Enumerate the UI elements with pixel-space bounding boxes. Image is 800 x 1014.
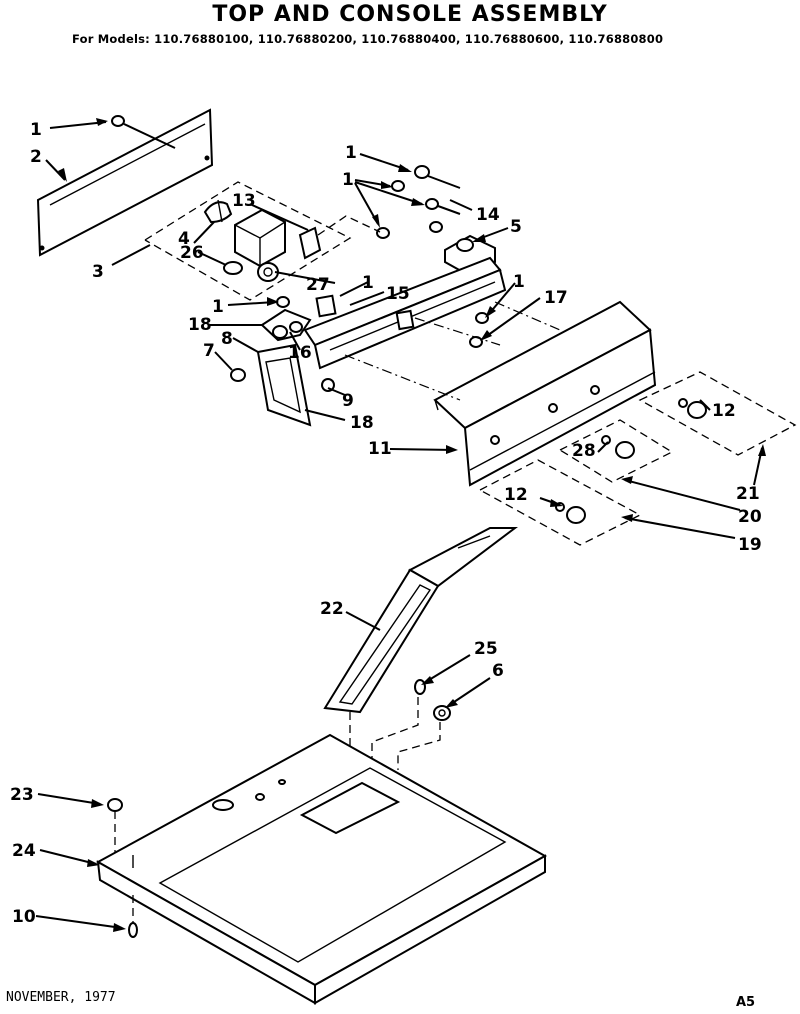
screw-1e <box>475 312 489 324</box>
callout-4: 4 <box>178 229 190 249</box>
callout-3: 3 <box>92 262 104 282</box>
callout-1a: 1 <box>30 120 42 140</box>
callout-2: 2 <box>30 147 42 167</box>
connector-6 <box>397 722 441 770</box>
callout-labels: 1 2 3 1 1 14 5 13 4 26 27 1 15 1 1 17 18… <box>10 120 762 927</box>
callout-1f: 1 <box>513 272 525 292</box>
leader-lines <box>35 118 766 932</box>
chute-22 <box>323 527 518 714</box>
part-26 <box>223 261 243 275</box>
callout-14: 14 <box>476 205 500 225</box>
callout-7: 7 <box>203 341 215 361</box>
callout-22: 22 <box>320 599 344 619</box>
callout-15: 15 <box>386 284 410 304</box>
bezel-8 <box>256 343 312 427</box>
callout-25: 25 <box>474 639 498 659</box>
callout-21: 21 <box>736 484 760 504</box>
nut-23 <box>107 798 123 852</box>
callout-11: 11 <box>368 439 392 459</box>
callout-13: 13 <box>232 191 256 211</box>
callout-18a: 18 <box>188 315 212 335</box>
knob-21-group <box>638 371 797 456</box>
knob-7 <box>230 368 246 382</box>
part-25 <box>414 679 426 695</box>
callout-5: 5 <box>510 217 522 237</box>
part-6 <box>433 705 451 721</box>
callout-1b: 1 <box>345 143 357 163</box>
axis-line-b <box>414 317 501 346</box>
callout-28: 28 <box>572 441 596 461</box>
callout-27: 27 <box>306 275 330 295</box>
screws-top-middle <box>391 165 461 233</box>
callout-20: 20 <box>738 507 762 527</box>
knob-20-group <box>558 419 674 483</box>
screw-1a <box>111 115 176 149</box>
knob-19-group <box>478 459 642 546</box>
callout-1d: 1 <box>362 273 374 293</box>
callout-17: 17 <box>544 288 568 308</box>
footer-date: NOVEMBER, 1977 <box>6 990 116 1005</box>
callout-12a: 12 <box>712 401 736 421</box>
callout-23: 23 <box>10 785 34 805</box>
callout-24: 24 <box>12 841 36 861</box>
callout-19: 19 <box>738 535 762 555</box>
switch-outline <box>317 215 381 236</box>
screw-1c <box>376 227 390 239</box>
control-bracket-outline <box>144 181 352 301</box>
console-housing-11 <box>433 300 657 487</box>
switch-4 <box>203 199 233 224</box>
callout-9: 9 <box>342 391 354 411</box>
axis-line-c <box>494 301 561 331</box>
callout-12b: 12 <box>504 485 528 505</box>
callout-16: 16 <box>288 343 312 363</box>
callout-18b: 18 <box>350 413 374 433</box>
callout-1e: 1 <box>212 297 224 317</box>
parts-16-18-cluster <box>260 308 312 342</box>
callout-6: 6 <box>492 661 504 681</box>
callout-10: 10 <box>12 907 36 927</box>
axis-line-a <box>344 354 461 401</box>
model-numbers: For Models: 110.76880100, 110.76880200, … <box>72 32 664 46</box>
back-panel <box>36 108 214 257</box>
screw-10 <box>128 895 138 938</box>
timer-13 <box>234 208 322 268</box>
callout-1c: 1 <box>342 170 354 190</box>
console-rail-15 <box>303 256 507 370</box>
callout-26: 26 <box>180 243 204 263</box>
diagram-title: TOP AND CONSOLE ASSEMBLY <box>212 2 608 27</box>
footer-page-code: A5 <box>736 995 756 1010</box>
connector-25 <box>371 697 419 770</box>
callout-8: 8 <box>221 329 233 349</box>
part-9 <box>321 378 335 392</box>
top-panel-24 <box>95 733 548 1005</box>
